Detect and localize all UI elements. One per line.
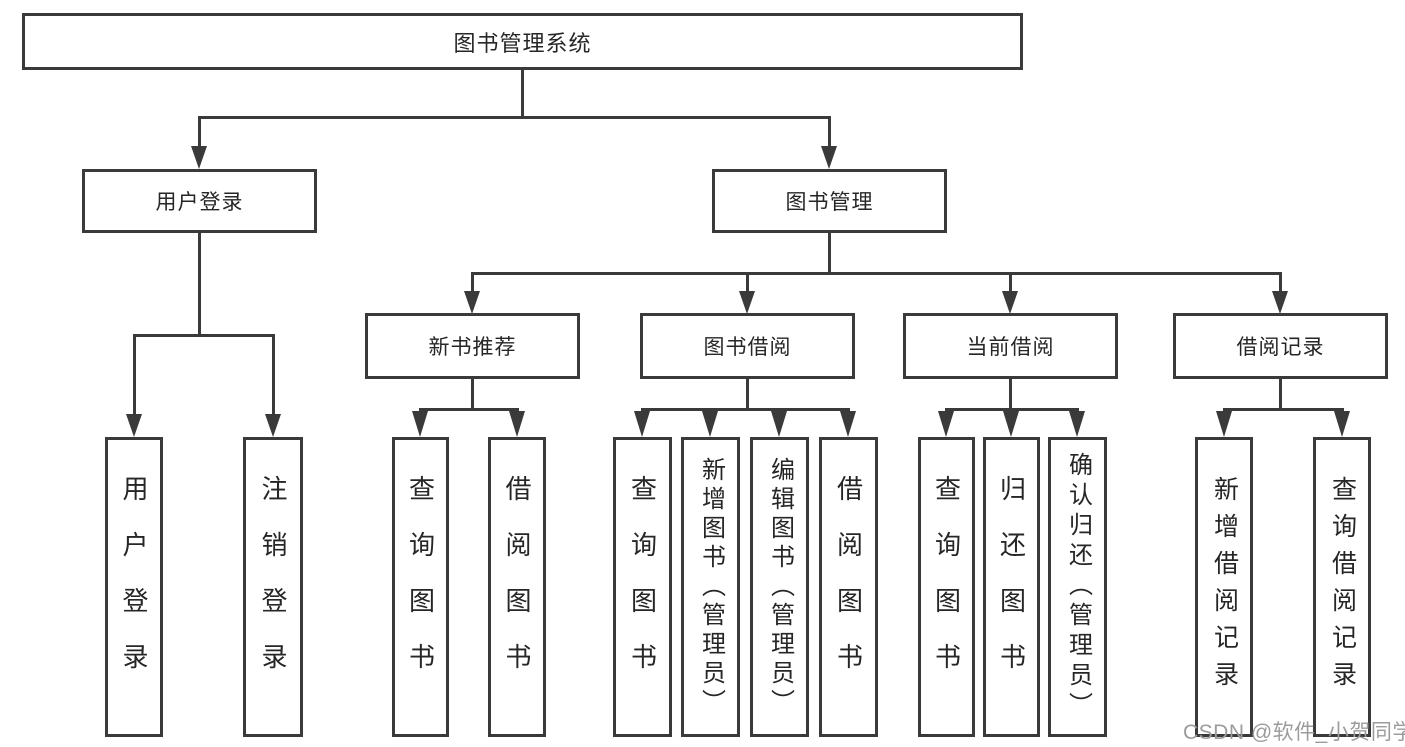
connector-line: [1223, 408, 1344, 411]
leaf-label: 查询图书: [405, 475, 436, 699]
leaf-label: 确认归还（管理员）: [1064, 452, 1092, 722]
connector-line: [133, 334, 136, 416]
leaf-user-login: 用户登录: [105, 437, 163, 737]
leaf-label: 查询借阅记录: [1328, 476, 1357, 698]
arrow-down-icon: [840, 411, 856, 437]
leaf-label: 用户登录: [119, 475, 149, 699]
connector-line: [828, 232, 831, 274]
leaf-label: 新增图书（管理员）: [697, 456, 725, 718]
leaf-bb-borrow-book: 借阅图书: [819, 437, 878, 737]
connector-line: [471, 379, 474, 410]
leaf-label: 归还图书: [996, 475, 1027, 699]
leaf-label: 注销登录: [258, 475, 288, 699]
leaf-br-query-record: 查询借阅记录: [1313, 437, 1371, 737]
connector-line: [471, 272, 1282, 275]
leaf-cb-return-book: 归还图书: [983, 437, 1040, 737]
arrow-down-icon: [1216, 411, 1232, 437]
connector-line: [1279, 379, 1282, 410]
arrow-down-icon: [1002, 291, 1018, 314]
connector-line: [746, 272, 749, 293]
leaf-label: 查询图书: [627, 475, 658, 699]
arrow-down-icon: [702, 411, 718, 437]
arrow-down-icon: [1334, 411, 1350, 437]
connector-line: [471, 272, 474, 293]
connector-line: [828, 116, 831, 148]
node-current-borrow: 当前借阅: [903, 313, 1118, 379]
connector-line: [198, 116, 831, 119]
arrow-down-icon: [739, 291, 755, 314]
arrow-down-icon: [464, 291, 480, 314]
arrow-down-icon: [191, 146, 207, 169]
arrow-down-icon: [771, 411, 787, 437]
leaf-logout: 注销登录: [243, 437, 303, 737]
connector-line: [198, 116, 201, 148]
connector-line: [272, 334, 275, 416]
arrow-down-icon: [126, 414, 142, 437]
arrow-down-icon: [634, 411, 650, 437]
leaf-label: 借阅图书: [833, 475, 864, 699]
arrow-down-icon: [509, 411, 525, 437]
leaf-bb-add-book-admin: 新增图书（管理员）: [681, 437, 740, 737]
leaf-label: 编辑图书（管理员）: [766, 456, 794, 718]
leaf-bb-query-book: 查询图书: [613, 437, 672, 737]
node-book-management: 图书管理: [712, 169, 947, 233]
connector-line: [1009, 379, 1012, 410]
csdn-watermark: CSDN @软件_小贺同学: [1183, 721, 1405, 744]
connector-line: [521, 70, 524, 117]
leaf-nb-borrow-book: 借阅图书: [488, 437, 546, 737]
node-library-system: 图书管理系统: [22, 13, 1023, 70]
arrow-down-icon: [821, 146, 837, 169]
arrow-down-icon: [1069, 411, 1085, 437]
node-new-book-recommend: 新书推荐: [365, 313, 580, 379]
connector-line: [746, 379, 749, 410]
arrow-down-icon: [1003, 411, 1019, 437]
leaf-cb-query-book: 查询图书: [918, 437, 975, 737]
arrow-down-icon: [938, 411, 954, 437]
connector-line: [945, 408, 1079, 411]
arrow-down-icon: [265, 414, 281, 437]
connector-line: [641, 408, 850, 411]
node-book-borrow: 图书借阅: [640, 313, 855, 379]
node-borrow-records: 借阅记录: [1173, 313, 1388, 379]
connector-line: [133, 334, 275, 337]
connector-line: [198, 232, 201, 336]
leaf-label: 新增借阅记录: [1210, 476, 1239, 698]
leaf-br-add-record: 新增借阅记录: [1195, 437, 1253, 737]
leaf-label: 借阅图书: [502, 475, 532, 699]
leaf-cb-confirm-return-admin: 确认归还（管理员）: [1048, 437, 1107, 737]
arrow-down-icon: [1272, 291, 1288, 314]
leaf-nb-query-book: 查询图书: [392, 437, 449, 737]
leaf-label: 查询图书: [931, 475, 962, 699]
leaf-bb-edit-book-admin: 编辑图书（管理员）: [750, 437, 809, 737]
connector-line: [1009, 272, 1012, 293]
connector-line: [419, 408, 519, 411]
node-user-login: 用户登录: [82, 169, 317, 233]
arrow-down-icon: [412, 411, 428, 437]
connector-line: [1279, 272, 1282, 293]
